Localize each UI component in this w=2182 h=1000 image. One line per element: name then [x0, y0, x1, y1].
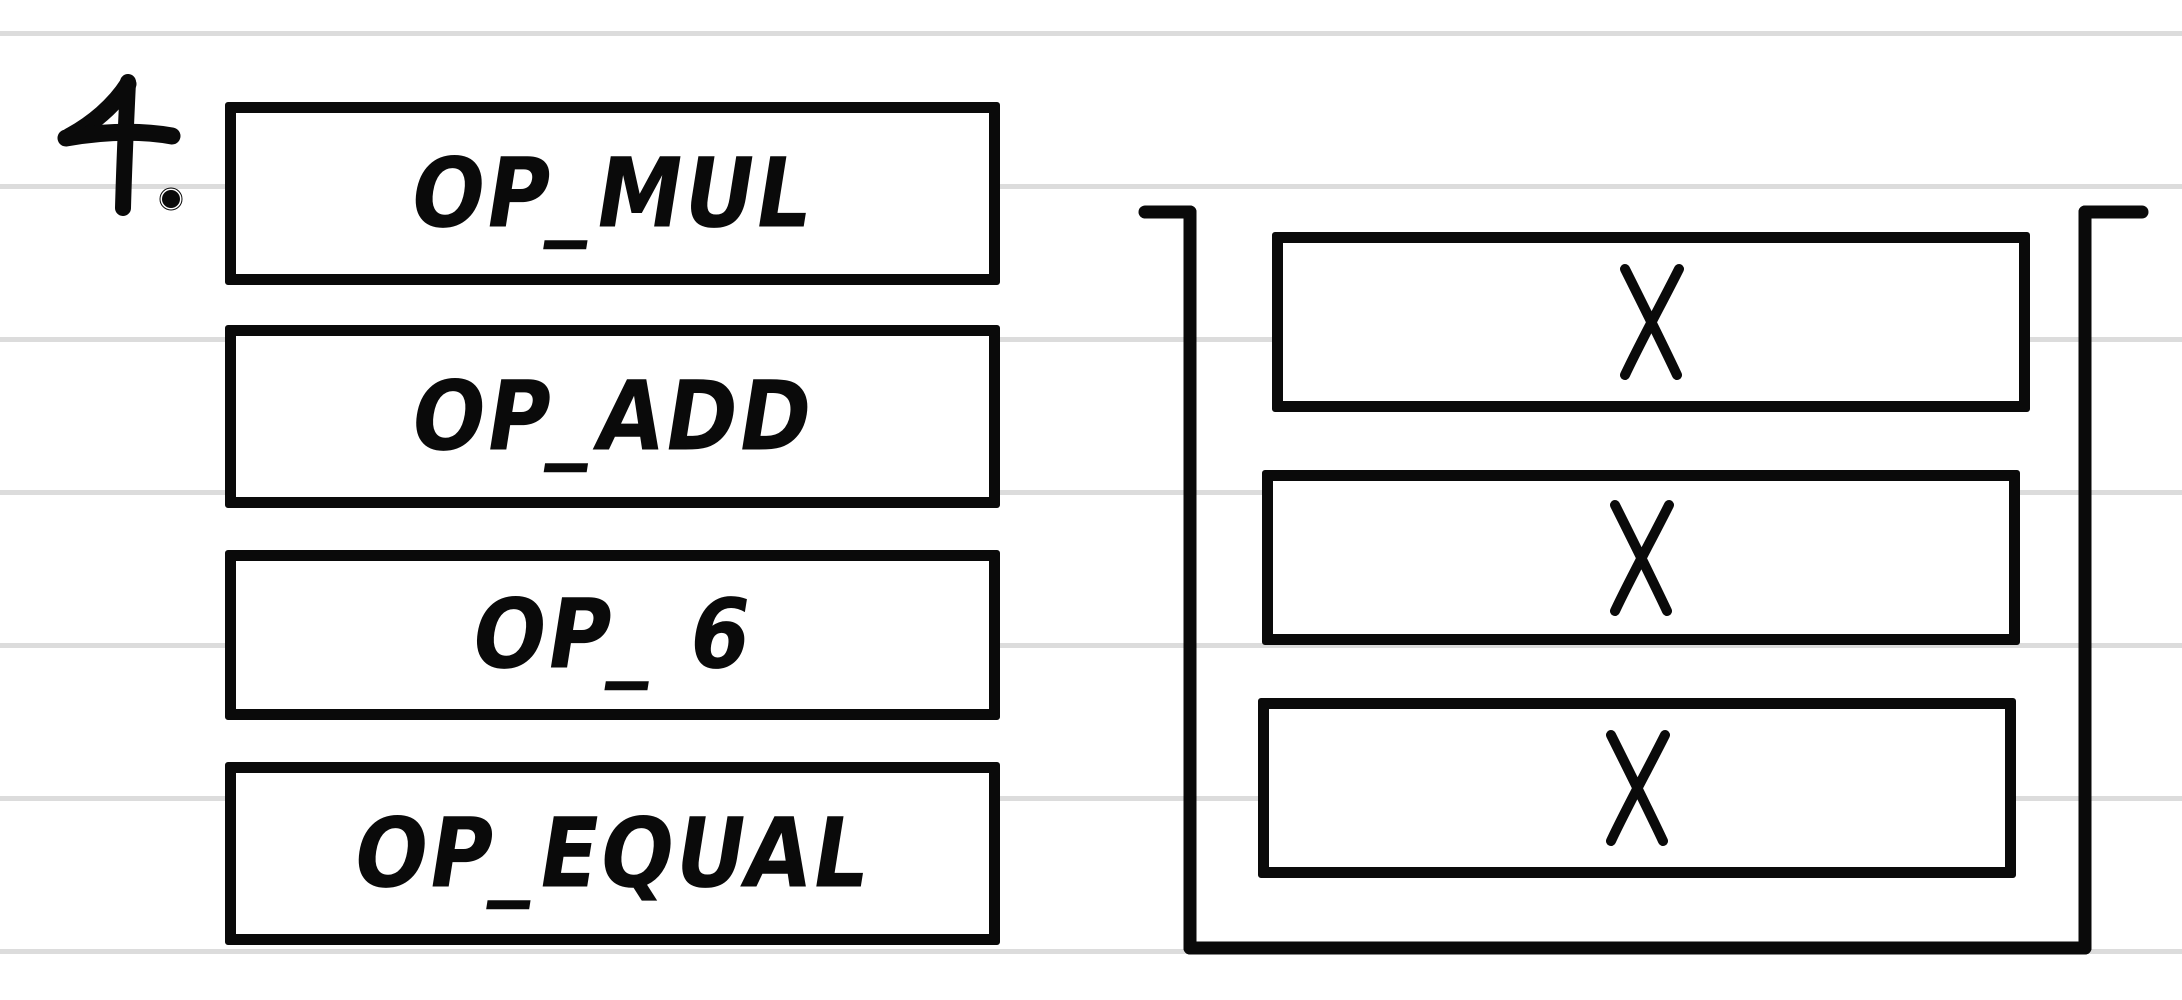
rule-line-5 — [0, 796, 2182, 801]
x-mark-icon — [1589, 725, 1685, 851]
opcode-label: OP_ 6 — [464, 579, 761, 691]
opcode-label: OP_EQUAL — [345, 797, 880, 910]
rule-line-4 — [0, 643, 2182, 648]
opcode-box-op-6[interactable]: OP_ 6 — [225, 550, 1000, 720]
opcode-box-op-add[interactable]: OP_ADD — [225, 325, 1000, 508]
item-number-glyph — [57, 74, 183, 216]
bracket-strokes — [1138, 205, 2149, 955]
x-glyph — [1620, 264, 1684, 380]
value-box-1[interactable]: X — [1272, 232, 2030, 412]
opcode-box-op-equal[interactable]: OP_EQUAL — [225, 762, 1000, 945]
rule-line-0 — [0, 31, 2182, 36]
x-glyph — [1606, 730, 1670, 846]
rule-line-1 — [0, 184, 2182, 189]
rule-line-2 — [0, 337, 2182, 342]
x-glyph — [1610, 499, 1674, 616]
rule-line-6 — [0, 949, 2182, 954]
x-mark-icon — [1603, 259, 1699, 385]
item-number-4 — [52, 66, 222, 216]
rule-line-3 — [0, 490, 2182, 495]
opcode-label: OP_MUL — [402, 137, 823, 250]
opcode-label: OP_ADD — [403, 360, 822, 473]
x-mark-icon — [1593, 495, 1689, 621]
value-box-2[interactable]: X — [1262, 470, 2020, 645]
opcode-box-op-mul[interactable]: OP_MUL — [225, 102, 1000, 285]
stack-bracket — [1135, 198, 2152, 962]
value-box-3[interactable]: X — [1258, 698, 2016, 878]
